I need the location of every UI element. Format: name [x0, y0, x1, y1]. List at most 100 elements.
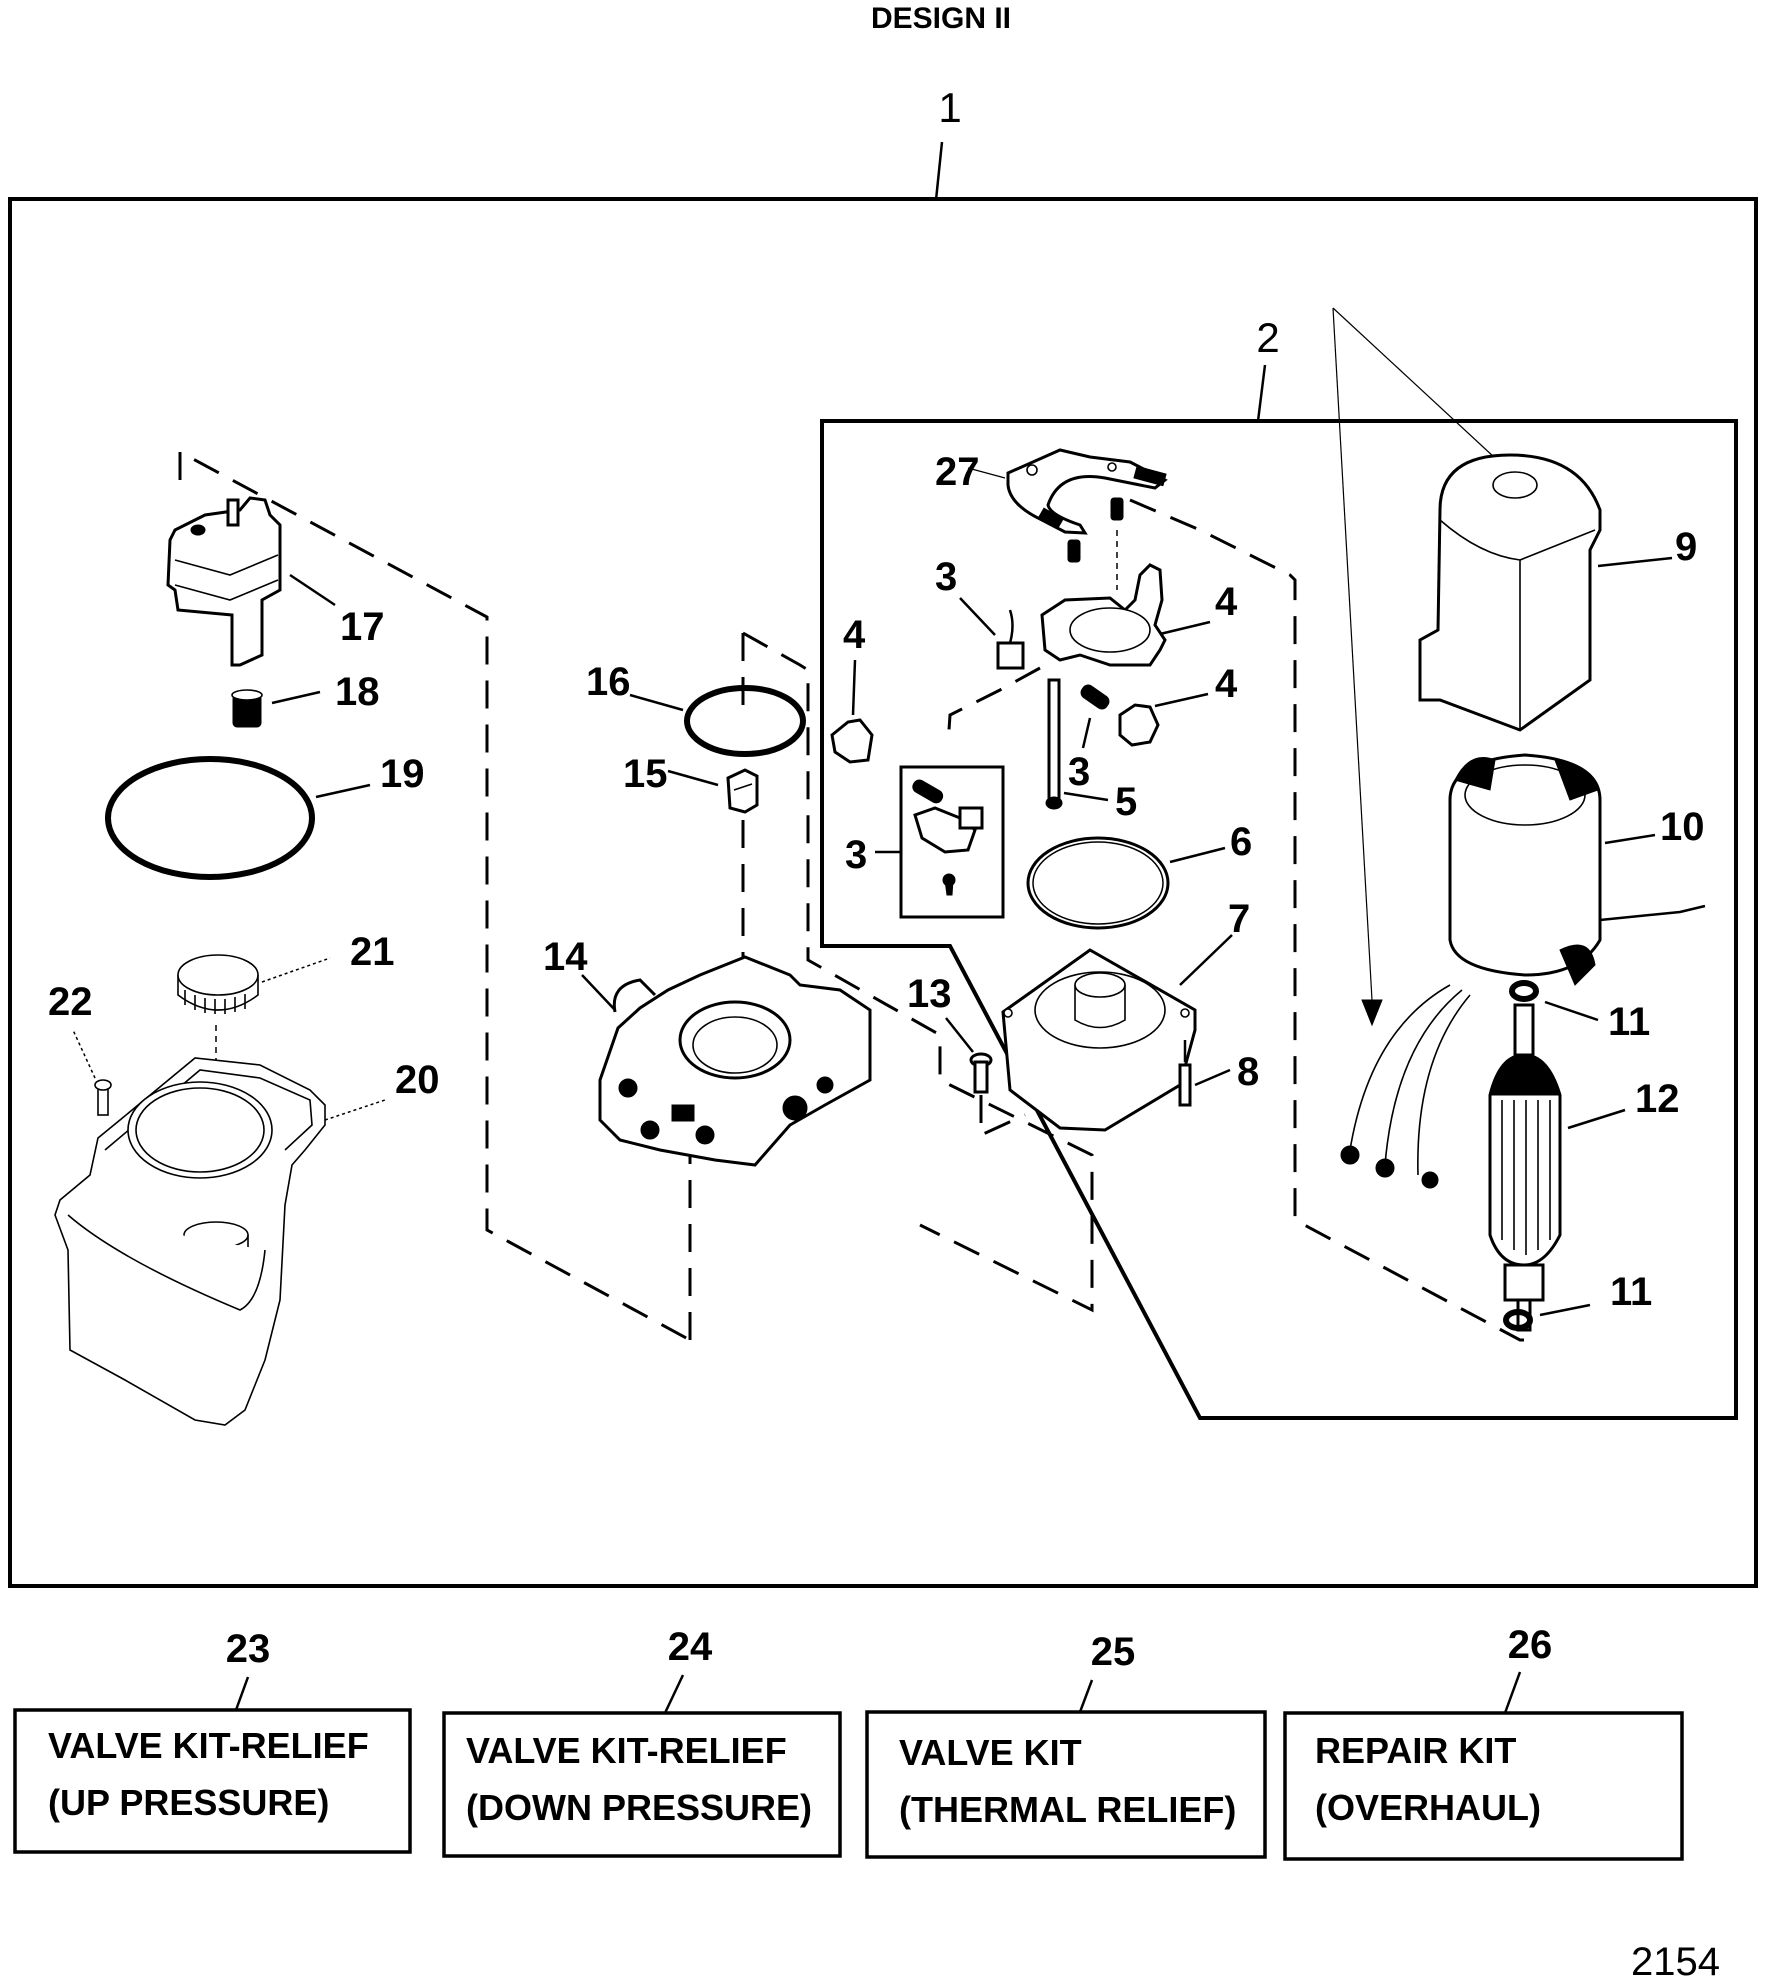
washer-11-upper — [1509, 980, 1539, 1002]
kit-23: 23 VALVE KIT-RELIEF (UP PRESSURE) — [13, 1627, 412, 1854]
leader-13 — [945, 1017, 974, 1053]
end-cap-screw-part — [1178, 1040, 1192, 1107]
callout-20: 20 — [395, 1058, 440, 1102]
kit-26-line1: REPAIR KIT — [1315, 1730, 1516, 1771]
through-bolt-part — [1045, 678, 1063, 810]
kit-23-leader — [234, 1676, 250, 1711]
leader-9 — [1597, 556, 1673, 568]
leader-19 — [315, 783, 371, 799]
o-ring-19 — [105, 756, 315, 880]
reservoir-screw-part — [94, 1079, 112, 1116]
leader-8 — [1194, 1068, 1231, 1087]
callout-1: 1 — [938, 84, 961, 131]
leader-27 — [967, 467, 1006, 479]
leader-15 — [667, 769, 719, 787]
alignment-line-endcap — [742, 631, 1094, 1313]
kit-25-box — [865, 1710, 1267, 1859]
check-valve-part — [726, 768, 759, 814]
callout-17: 17 — [340, 605, 385, 649]
leader-12 — [1567, 1108, 1626, 1130]
callout-6: 6 — [1230, 820, 1252, 864]
end-cap-part — [1001, 948, 1197, 1132]
kit-24-line2: (DOWN PRESSURE) — [466, 1787, 812, 1828]
kit-26: 26 REPAIR KIT (OVERHAUL) — [1283, 1623, 1684, 1861]
kit-25-leader — [1078, 1679, 1094, 1713]
kit-25-line2: (THERMAL RELIEF) — [899, 1789, 1236, 1830]
brush-part-upper — [996, 609, 1025, 670]
brush-holder-part — [1040, 563, 1167, 667]
leader-6 — [1169, 846, 1226, 864]
brush-plate-part — [1006, 448, 1168, 535]
leader-3-middle — [1081, 717, 1092, 749]
leader-11-upper — [1544, 1000, 1599, 1022]
filter-part — [231, 689, 263, 728]
kit-23-number: 23 — [226, 1627, 271, 1671]
leader-2 — [1256, 364, 1267, 422]
brush-clip-left — [830, 718, 874, 764]
kit-25-number: 25 — [1091, 1630, 1136, 1674]
kit-26-number: 26 — [1508, 1623, 1553, 1667]
alignment-line-armature — [1129, 498, 1524, 1342]
leader-14 — [581, 974, 616, 1011]
leader-18 — [271, 690, 321, 705]
leader-1 — [934, 141, 944, 201]
kit-25: 25 VALVE KIT (THERMAL RELIEF) — [865, 1630, 1267, 1859]
kit-24: 24 VALVE KIT-RELIEF (DOWN PRESSURE) — [442, 1625, 842, 1858]
kit-24-leader — [663, 1674, 685, 1714]
kit-26-box — [1283, 1711, 1684, 1861]
leader-7 — [1179, 934, 1233, 986]
kit-26-line2: (OVERHAUL) — [1315, 1787, 1541, 1828]
callout-3-upper: 3 — [935, 555, 957, 599]
callout-11-upper: 11 — [1608, 1000, 1650, 1044]
leader-16 — [629, 693, 684, 712]
brush-clip-right — [1118, 703, 1160, 747]
screw-13-part — [969, 1052, 993, 1094]
kit-24-line1: VALVE KIT-RELIEF — [466, 1730, 787, 1771]
manifold-part — [598, 955, 872, 1167]
kit-25-line1: VALVE KIT — [899, 1732, 1082, 1773]
field-frame-part — [1448, 753, 1706, 986]
callout-3-box: 3 — [845, 833, 867, 877]
alignment-line-brush — [946, 666, 1041, 746]
callout-11-lower: 11 — [1610, 1270, 1652, 1314]
brush-plate-screw — [1067, 497, 1124, 563]
leader-20 — [324, 1099, 386, 1121]
alignment-line-screw13 — [979, 1095, 1026, 1138]
callout-15: 15 — [623, 752, 668, 796]
callout-4-right: 4 — [1215, 662, 1238, 706]
kit-26-leader — [1503, 1671, 1522, 1714]
callout-13: 13 — [907, 972, 952, 1016]
spring-part — [1080, 684, 1110, 710]
callout-10: 10 — [1660, 805, 1705, 849]
callout-4-left: 4 — [843, 613, 866, 657]
assembly-frame — [8, 197, 1758, 1588]
fill-cap-part — [177, 954, 259, 1014]
armature-part — [1488, 1003, 1562, 1332]
arrow-head-icon — [1361, 999, 1383, 1027]
motor-cover-part — [1418, 453, 1602, 732]
callout-22: 22 — [48, 980, 93, 1024]
callout-16: 16 — [586, 660, 631, 704]
leader-4-upper — [1159, 620, 1211, 636]
o-ring-16 — [684, 685, 806, 757]
callout-5: 5 — [1115, 780, 1137, 824]
wire-harness-part — [1340, 984, 1471, 1189]
brush-kit-part — [912, 779, 984, 896]
kit-23-line1: VALVE KIT-RELIEF — [48, 1725, 369, 1766]
seal-ring-6 — [1026, 836, 1170, 930]
callout-2: 2 — [1256, 314, 1279, 361]
leader-21 — [261, 957, 331, 983]
brush-kit-box — [899, 765, 1005, 919]
leader-4-left — [851, 659, 857, 716]
kit-24-box — [442, 1711, 842, 1858]
leader-10 — [1604, 833, 1656, 845]
leader-22 — [72, 1029, 96, 1079]
kit-23-box — [13, 1708, 412, 1854]
callout-12: 12 — [1635, 1077, 1680, 1121]
callout-4-upper: 4 — [1215, 580, 1238, 624]
motor-subassembly-frame — [820, 419, 1738, 1420]
washer-11-lower — [1503, 1309, 1533, 1331]
pump-part — [166, 496, 282, 667]
kit-23-line2: (UP PRESSURE) — [48, 1782, 329, 1823]
